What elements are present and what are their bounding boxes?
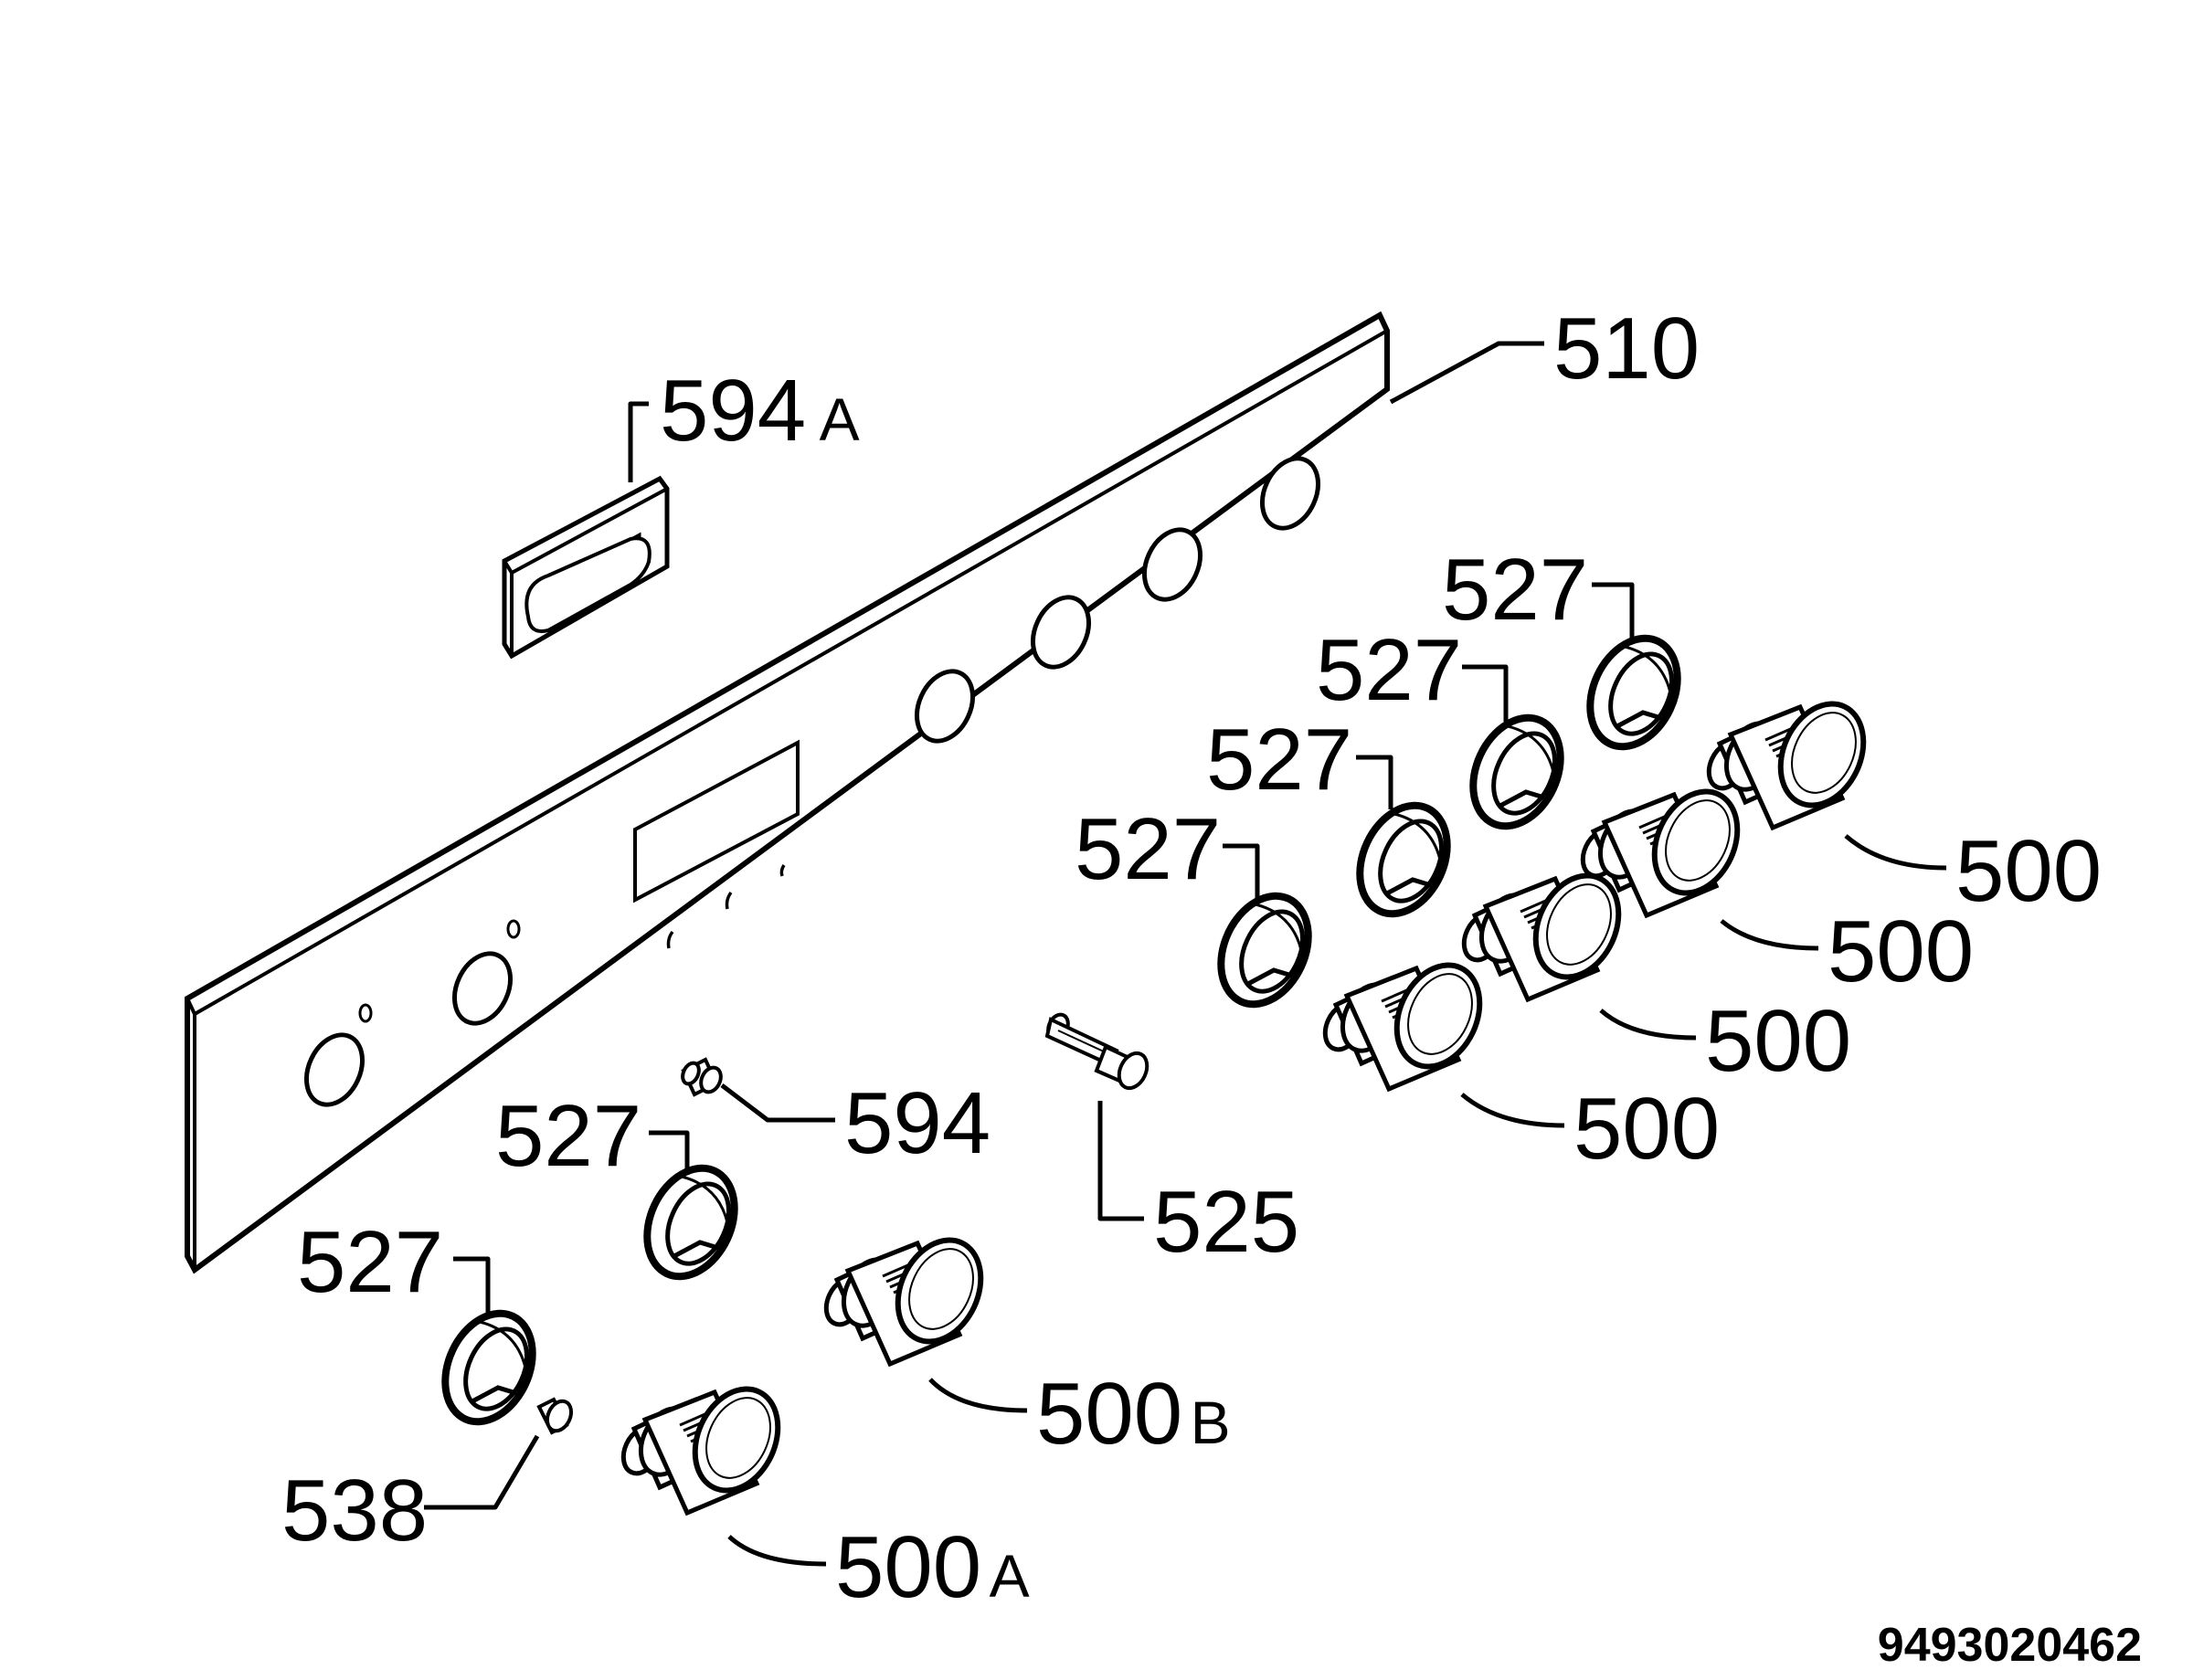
- control-knob-b: [820, 1227, 997, 1364]
- label-527-ring-6: 527: [297, 1213, 443, 1311]
- label-525: 525: [1153, 1173, 1299, 1271]
- label-527-ring-5: 527: [495, 1087, 641, 1185]
- label-527-ring-1: 527: [1442, 541, 1588, 639]
- label-500-knob-2: 500: [1828, 903, 1974, 1000]
- label-500a: 500 A: [835, 1518, 1030, 1616]
- label-527-ring-4: 527: [1075, 800, 1221, 898]
- knob-ring-3: [1343, 791, 1464, 928]
- knob-ring-4: [1204, 882, 1325, 1019]
- control-panel: [185, 311, 1390, 1274]
- label-527-ring-2: 527: [1316, 621, 1462, 719]
- leader-lines: [424, 341, 1947, 1567]
- label-527-ring-3: 527: [1206, 711, 1352, 808]
- label-500-knob-3: 500: [1705, 992, 1851, 1090]
- document-number: 9493020462: [1878, 1619, 2142, 1672]
- knob-ring-1: [1573, 624, 1694, 761]
- label-538: 538: [281, 1462, 428, 1559]
- small-button-part: [681, 1057, 723, 1097]
- label-500-knob-4: 500: [1573, 1080, 1720, 1178]
- label-594: 594: [844, 1074, 991, 1172]
- knob-ring-2: [1457, 703, 1577, 840]
- pin-part: [1044, 1012, 1149, 1091]
- knob-ring-5: [630, 1154, 751, 1291]
- label-500-knob-1: 500: [1955, 822, 2102, 920]
- spacer-part: [536, 1397, 574, 1435]
- knob-ring-6: [429, 1299, 549, 1436]
- panel-bracket: [502, 475, 670, 660]
- control-knob-a: [617, 1376, 794, 1513]
- control-knob-4: [1319, 952, 1496, 1089]
- label-500b: 500 B: [1036, 1365, 1231, 1463]
- control-knob-3: [1457, 862, 1635, 999]
- label-594a: 594 A: [660, 362, 860, 460]
- label-510: 510: [1553, 300, 1700, 397]
